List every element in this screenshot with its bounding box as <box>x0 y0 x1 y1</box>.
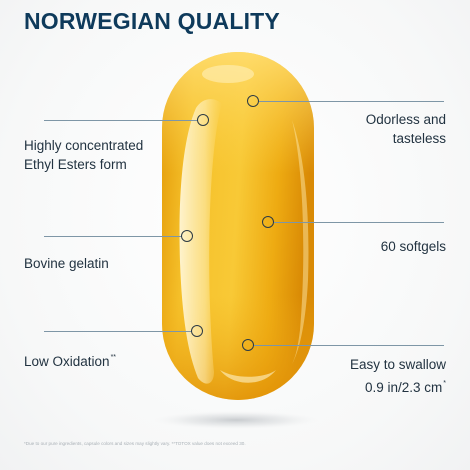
leader-line-softgels <box>274 222 444 223</box>
callout-dot-low-oxidation <box>191 325 203 337</box>
callout-low-oxidation-text: Low Oxidation <box>24 354 110 369</box>
callout-swallow-line2: 0.9 in/2.3 cm* <box>350 374 446 397</box>
callout-softgels-text: 60 softgels <box>380 239 446 254</box>
leader-line-bovine-gelatin <box>44 236 182 237</box>
callout-odorless-line2: tasteless <box>392 131 446 146</box>
headline: NORWEGIAN QUALITY <box>24 8 280 34</box>
callout-dot-bovine-gelatin <box>181 230 193 242</box>
callout-swallow-line1: Easy to swallow <box>349 357 446 372</box>
callout-swallow-size: 0.9 in/2.3 cm <box>364 380 443 395</box>
callout-bovine-gelatin: Bovine gelatin <box>24 254 109 273</box>
callout-dot-swallow <box>242 339 254 351</box>
leader-line-odorless <box>259 101 444 102</box>
callout-ethyl-esters: Highly concentrated Ethyl Esters form <box>24 136 143 174</box>
footnote-mark-double: ** <box>110 354 117 361</box>
leader-line-low-oxidation <box>44 331 192 332</box>
callout-softgels: 60 softgels <box>381 237 446 256</box>
footnote: *Due to our pure ingredients, capsule co… <box>24 441 246 446</box>
callout-swallow: Easy to swallow 0.9 in/2.3 cm* <box>350 355 446 397</box>
callout-dot-softgels <box>262 216 274 228</box>
callout-odorless-line1: Odorless and <box>365 112 446 127</box>
footnote-mark-single: * <box>443 380 446 387</box>
callout-dot-odorless <box>247 95 259 107</box>
leader-line-ethyl-esters <box>44 120 198 121</box>
callout-ethyl-esters-line2: Ethyl Esters form <box>24 157 127 172</box>
callout-odorless: Odorless and tasteless <box>366 110 446 148</box>
capsule-highlight <box>179 99 222 384</box>
callout-dot-ethyl-esters <box>197 114 209 126</box>
callout-bovine-gelatin-text: Bovine gelatin <box>24 256 109 271</box>
leader-line-swallow <box>254 345 444 346</box>
callout-ethyl-esters-line1: Highly concentrated <box>24 138 144 153</box>
capsule-shadow <box>154 411 318 429</box>
callout-low-oxidation: Low Oxidation** <box>24 348 116 371</box>
